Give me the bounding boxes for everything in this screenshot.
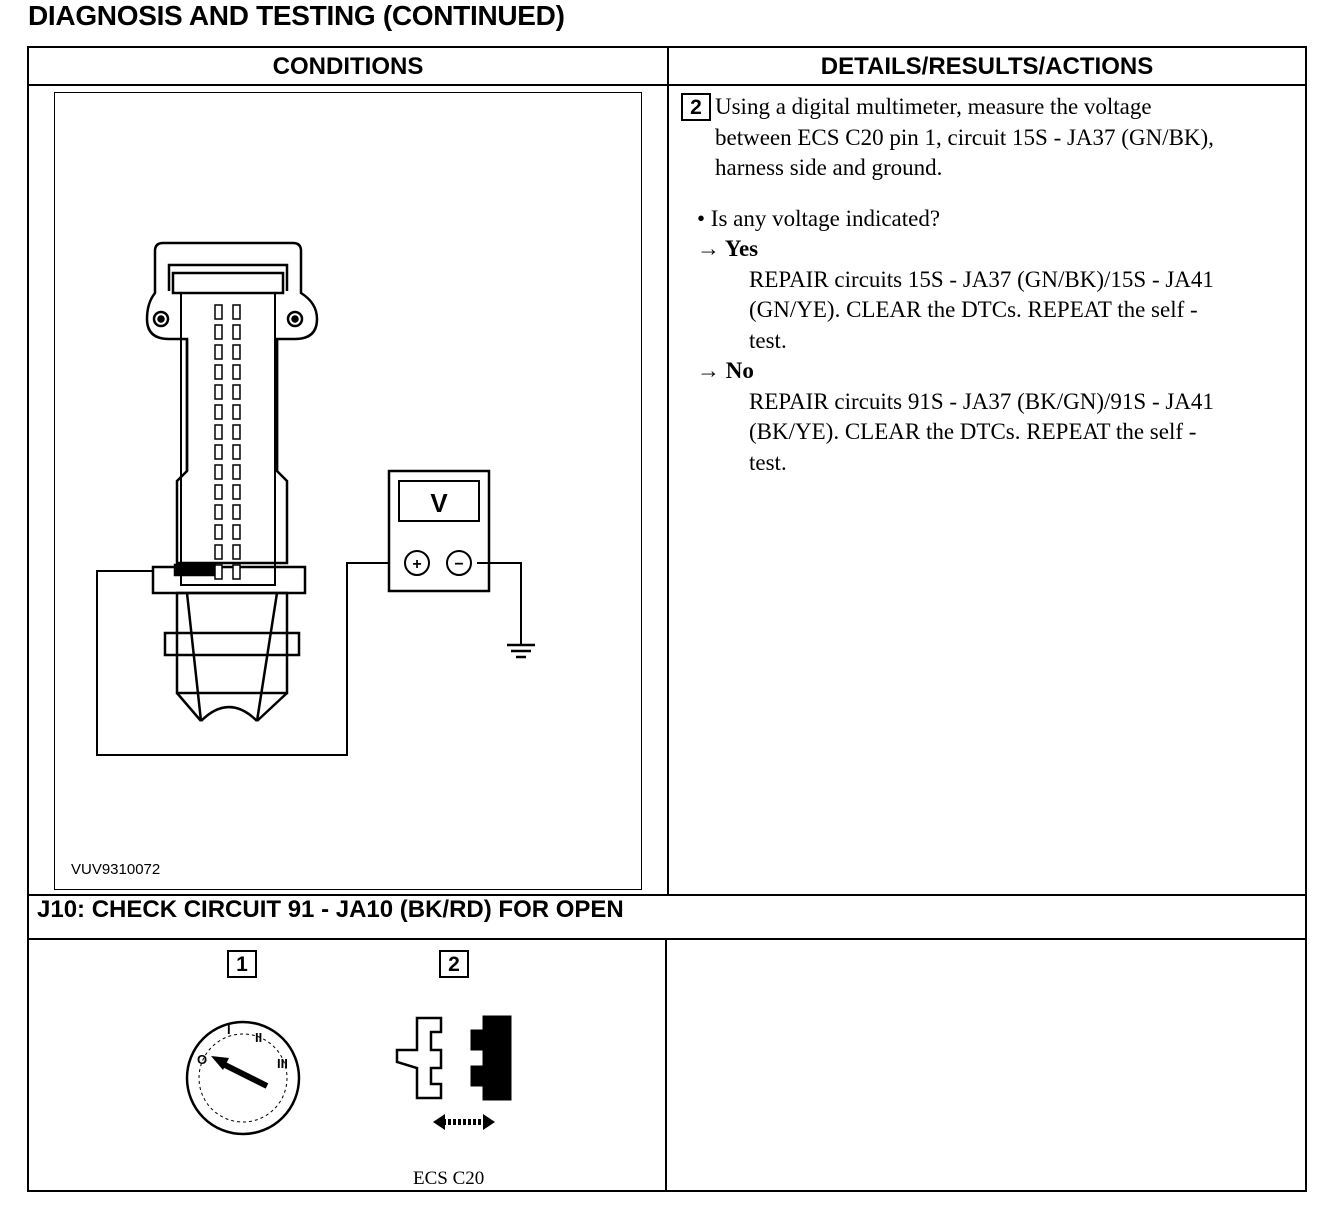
step-text-line2: between ECS C20 pin 1, circuit 15S - JA3… xyxy=(715,124,1214,150)
diagnosis-table: CONDITIONS DETAILS/RESULTS/ACTIONS xyxy=(27,46,1307,1192)
probe-tip xyxy=(173,563,217,577)
yes-action-line1: REPAIR circuits 15S - JA37 (GN/BK)/15S -… xyxy=(749,266,1214,292)
column-divider-lower xyxy=(665,940,667,1192)
plus-symbol: + xyxy=(412,556,421,573)
ignition-pos-off: O xyxy=(197,1052,207,1067)
minus-symbol: − xyxy=(454,556,463,573)
connector-diagram: V + − xyxy=(96,241,535,756)
yes-action-line2: (GN/YE). CLEAR the DTCs. REPEAT the self… xyxy=(749,297,1198,322)
connector-inner-frame xyxy=(167,263,289,291)
header-rule xyxy=(29,84,1305,86)
meter-symbol: V xyxy=(430,488,448,518)
multimeter-display xyxy=(398,480,480,522)
j10-illustrations: O I II III xyxy=(185,1015,512,1136)
section-j10-title: J10: CHECK CIRCUIT 91 - JA10 (BK/RD) FOR… xyxy=(37,896,624,923)
ignition-pos-2: II xyxy=(255,1030,262,1045)
step-box-2: 2 xyxy=(439,950,469,978)
no-action-line3: test. xyxy=(749,449,787,475)
multimeter-body xyxy=(387,469,491,593)
yes-label: → Yes xyxy=(697,236,759,261)
connector-disconnect-icon xyxy=(395,1015,512,1130)
step-box-1: 1 xyxy=(227,950,257,978)
yes-action-line3: test. xyxy=(749,327,787,353)
no-label: → No xyxy=(697,358,754,383)
column-header-details: DETAILS/RESULTS/ACTIONS xyxy=(820,53,1154,80)
question: • Is any voltage indicated? xyxy=(697,205,941,231)
ignition-switch-icon xyxy=(185,1020,301,1136)
connector-housing xyxy=(145,241,319,565)
ignition-pos-1: I xyxy=(227,1022,231,1037)
page-title: DIAGNOSIS AND TESTING (CONTINUED) xyxy=(28,0,565,31)
section-rule-bottom xyxy=(29,938,1305,940)
multimeter-minus-terminal xyxy=(446,550,472,576)
mount-hole-right xyxy=(286,310,304,328)
multimeter-plus-terminal xyxy=(404,550,430,576)
test-lead-ground xyxy=(477,562,522,645)
column-divider xyxy=(667,48,669,896)
step-text-line1: Using a digital multimeter, measure the … xyxy=(715,94,1152,119)
step-text-line3: harness side and ground. xyxy=(715,155,943,180)
ignition-pos-3: III xyxy=(277,1056,288,1071)
figure-id: VUV9310072 xyxy=(71,861,161,878)
connector-label: ECS C20 xyxy=(413,1168,485,1189)
column-header-conditions: CONDITIONS xyxy=(272,53,424,80)
section-rule-top xyxy=(29,894,1305,896)
mount-hole-left xyxy=(152,310,170,328)
no-action-line1: REPAIR circuits 91S - JA37 (BK/GN)/91S -… xyxy=(749,388,1214,414)
test-lead-positive xyxy=(96,562,389,756)
connector-voltage-figure: V + − VUV9310072 xyxy=(54,92,642,890)
step-number: 2 xyxy=(681,93,711,121)
no-action-line2: (BK/YE). CLEAR the DTCs. REPEAT the self… xyxy=(749,419,1197,444)
connector-pins xyxy=(214,304,241,580)
